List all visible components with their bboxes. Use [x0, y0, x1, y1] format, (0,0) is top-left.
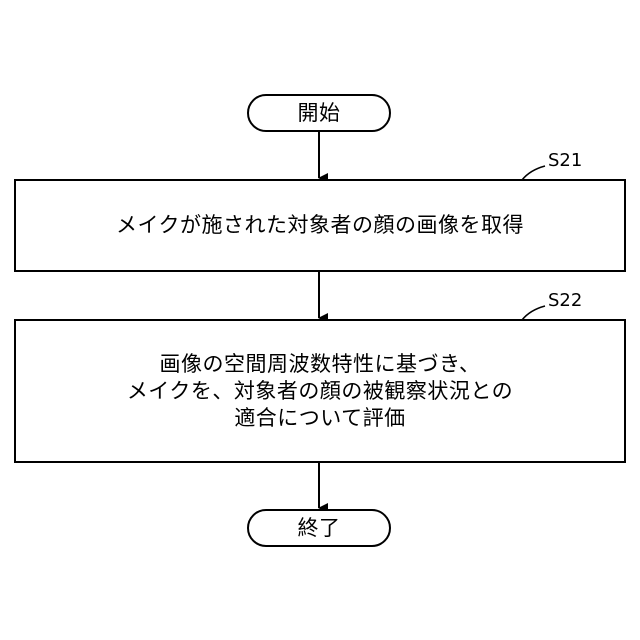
process-text-s22-line-2: メイクを、対象者の顔の被観察状況との — [127, 378, 513, 405]
process-text-s21: メイクが施された対象者の顔の画像を取得 — [15, 180, 625, 271]
step-id-s22: S22 — [548, 291, 582, 311]
start-label: 開始 — [248, 95, 390, 131]
leader-line-s21 — [522, 166, 545, 180]
process-text-s22-line-1: 画像の空間周波数特性に基づき、 — [159, 351, 480, 378]
leader-line-s22 — [522, 306, 545, 320]
process-text-s22-line-3: 適合について評価 — [234, 405, 405, 432]
process-text-s22: 画像の空間周波数特性に基づき、 メイクを、対象者の顔の被観察状況との 適合につい… — [15, 320, 625, 462]
end-label: 終了 — [248, 510, 390, 546]
step-id-s21: S21 — [548, 151, 582, 171]
process-text-s21-line-1: メイクが施された対象者の顔の画像を取得 — [116, 212, 524, 239]
